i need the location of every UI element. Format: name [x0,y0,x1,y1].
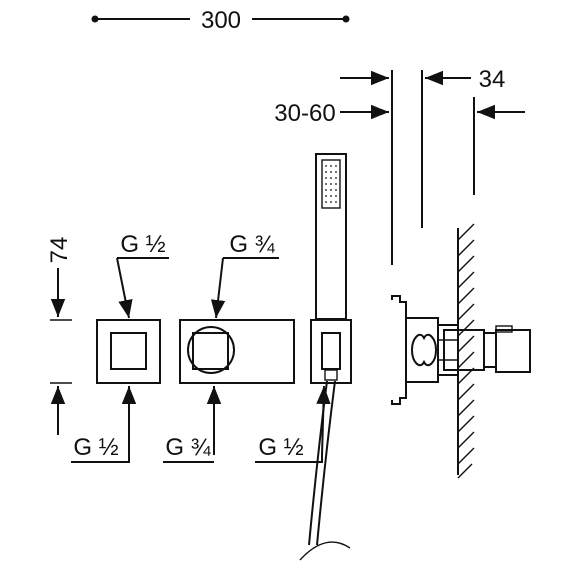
height-dimension: 74 [46,237,73,435]
hand-shower-connection-label: G ½ [258,434,303,461]
left-bottom-connection-label: G ½ [73,434,118,461]
middle-bottom-connection-label: G ¾ [165,434,211,461]
width-dimension-value: 300 [201,7,241,34]
width-dimension: 300 [91,7,350,34]
left-control-plate: G ½ G ½ [71,231,169,463]
middle-control-plate: G ¾ G ¾ [163,231,295,463]
left-top-connection-label: G ½ [120,231,165,258]
shower-nozzle-grid-icon [325,165,337,203]
wall-section [457,223,475,479]
wall-depth-dimension-value: 30-60 [274,100,335,127]
height-dimension-value: 74 [46,237,73,264]
middle-top-connection-label: G ¾ [229,231,275,258]
hand-shower: G ½ [255,153,352,561]
offset-dimensions: 34 30-60 [274,66,525,265]
valve-side-section [391,295,531,405]
offset-dimension-value: 34 [479,66,506,93]
